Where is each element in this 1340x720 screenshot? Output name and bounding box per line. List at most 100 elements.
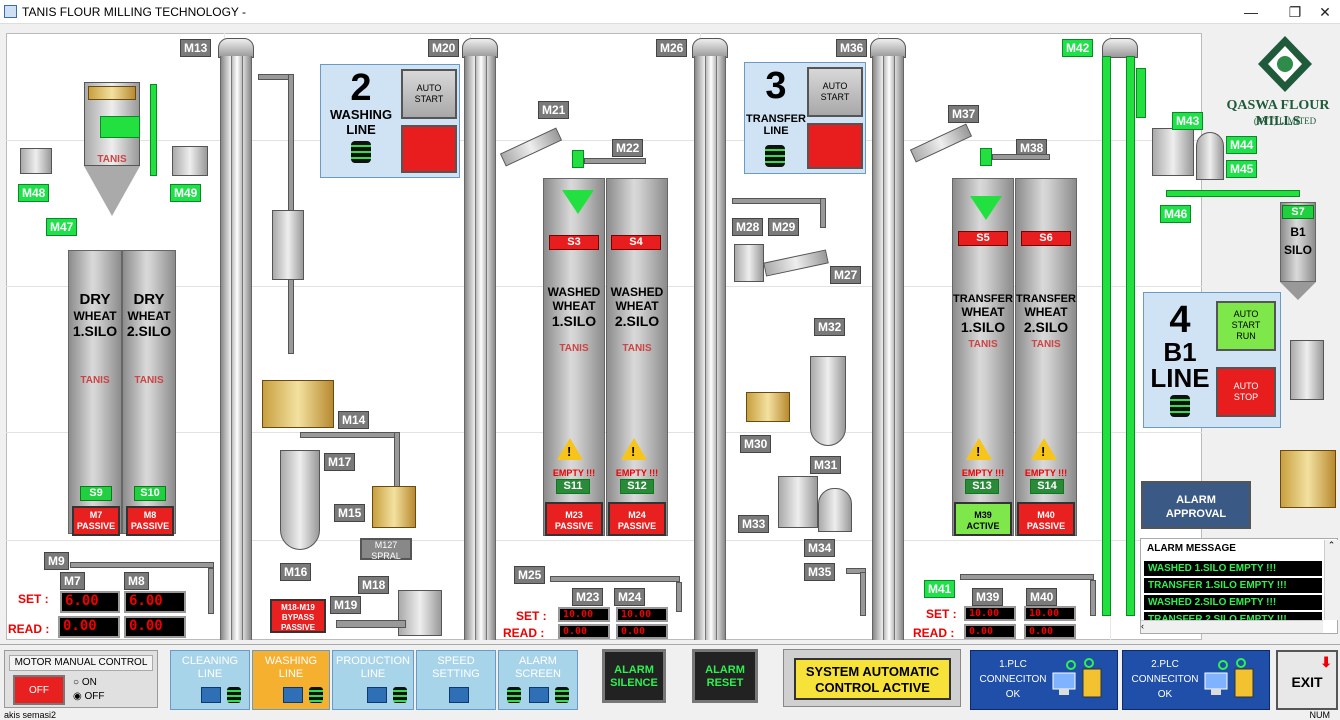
fan-unit-m48[interactable] bbox=[20, 148, 52, 174]
b1-auto-stop-button[interactable]: AUTO STOP bbox=[1216, 367, 1276, 417]
motor-m43-tag[interactable]: M43 bbox=[1172, 112, 1204, 130]
alarm-message-3[interactable]: WASHED 2.SILO EMPTY !!! bbox=[1144, 595, 1322, 610]
motor-m30-tag[interactable]: M30 bbox=[740, 435, 772, 453]
motor-m7-tag[interactable]: M7 bbox=[60, 572, 85, 590]
separator-m30[interactable] bbox=[746, 392, 790, 422]
motor-m24-tag[interactable]: M24 bbox=[614, 588, 646, 606]
m7-set-value[interactable]: 6.00 bbox=[60, 591, 120, 613]
alarm-silence-button[interactable]: ALARM SILENCE bbox=[602, 649, 666, 703]
motor-m25-tag[interactable]: M25 bbox=[514, 566, 546, 584]
motor-m21-tag[interactable]: M21 bbox=[538, 101, 570, 119]
motor-m24-status[interactable]: M24 PASSIVE bbox=[608, 502, 666, 536]
motor-m23-status[interactable]: M23 PASSIVE bbox=[545, 502, 603, 536]
alarm-approval-button[interactable]: ALARM APPROVAL bbox=[1141, 481, 1251, 529]
motor-m46-tag[interactable]: M46 bbox=[1160, 205, 1192, 223]
m23-set-value[interactable]: 10.00 bbox=[558, 607, 610, 622]
motor-m49-tag[interactable]: M49 bbox=[170, 184, 202, 202]
motor-m8-status[interactable]: M8 PASSIVE bbox=[126, 506, 174, 536]
m39-set-value[interactable]: 10.00 bbox=[964, 606, 1016, 621]
washer-machine-m14[interactable] bbox=[262, 380, 334, 428]
motor-m27-tag[interactable]: M27 bbox=[830, 266, 862, 284]
motor-m18-tag[interactable]: M18 bbox=[358, 576, 390, 594]
washing-status-indicator[interactable] bbox=[401, 125, 457, 173]
motor-m40-tag[interactable]: M40 bbox=[1026, 588, 1058, 606]
motor-m34-tag[interactable]: M34 bbox=[804, 539, 836, 557]
motor-m28-tag[interactable]: M28 bbox=[732, 218, 764, 236]
elevator-m42-leg-2[interactable] bbox=[1126, 56, 1135, 616]
motor-m127-spiral[interactable]: M127 SPRAL bbox=[360, 538, 412, 561]
scale-unit[interactable] bbox=[272, 210, 304, 280]
alarm-message-1[interactable]: WASHED 1.SILO EMPTY !!! bbox=[1144, 561, 1322, 576]
diverter-valve-m22[interactable] bbox=[572, 150, 584, 168]
minimize-button[interactable]: — bbox=[1244, 4, 1258, 20]
nav-cleaning-line[interactable]: CLEANING LINE bbox=[170, 650, 250, 710]
elevator-m13[interactable] bbox=[220, 56, 252, 640]
nav-alarm-screen[interactable]: ALARM SCREEN bbox=[498, 650, 578, 710]
motor-m16-tag[interactable]: M16 bbox=[280, 563, 312, 581]
motor-m45-tag[interactable]: M45 bbox=[1226, 160, 1258, 178]
elevator-m26[interactable] bbox=[694, 56, 726, 640]
machine-b1-side[interactable] bbox=[1290, 340, 1324, 400]
elevator-m42-leg-1[interactable] bbox=[1102, 56, 1111, 616]
nav-washing-line[interactable]: WASHING LINE bbox=[252, 650, 330, 710]
machine-m44[interactable] bbox=[1196, 132, 1224, 180]
dry-wheat-silo-1[interactable]: DRY WHEAT 1.SILO TANIS bbox=[68, 250, 122, 534]
alarm-message-2[interactable]: TRANSFER 1.SILO EMPTY !!! bbox=[1144, 578, 1322, 593]
elevator-m20[interactable] bbox=[464, 56, 496, 640]
motor-m40-status[interactable]: M40 PASSIVE bbox=[1017, 502, 1075, 536]
radio-on[interactable]: ○ ON bbox=[73, 677, 97, 688]
alarm-vertical-scrollbar[interactable]: ⌃ bbox=[1324, 540, 1338, 620]
close-button[interactable]: ✕ bbox=[1319, 4, 1331, 20]
cyclone-m31[interactable] bbox=[810, 356, 846, 446]
motor-m26-tag[interactable]: M26 bbox=[656, 39, 688, 57]
bypass-status[interactable]: M18-M19 BYPASS PASSIVE bbox=[270, 599, 326, 633]
conveyor-m9[interactable] bbox=[70, 562, 214, 568]
motor-m42-tag[interactable]: M42 bbox=[1062, 39, 1094, 57]
dampener-m18[interactable] bbox=[398, 590, 442, 636]
packing-unit[interactable] bbox=[1280, 450, 1336, 508]
motor-m7-status[interactable]: M7 PASSIVE bbox=[72, 506, 120, 536]
m24-set-value[interactable]: 10.00 bbox=[616, 607, 668, 622]
conveyor-m41[interactable] bbox=[960, 574, 1094, 580]
motor-m19-tag[interactable]: M19 bbox=[330, 596, 362, 614]
motor-m47-tag[interactable]: M47 bbox=[46, 218, 78, 236]
transfer-auto-start-button[interactable]: AUTO START bbox=[807, 67, 863, 117]
m8-set-value[interactable]: 6.00 bbox=[124, 591, 186, 613]
transfer-status-indicator[interactable] bbox=[807, 123, 863, 169]
separator-m28[interactable] bbox=[734, 244, 764, 282]
nav-production-line[interactable]: PRODUCTION LINE bbox=[332, 650, 414, 710]
alarm-horizontal-scrollbar[interactable]: ‹ bbox=[1141, 620, 1323, 633]
motor-m31-tag[interactable]: M31 bbox=[810, 456, 842, 474]
motor-m44-tag[interactable]: M44 bbox=[1226, 136, 1258, 154]
motor-m39-tag[interactable]: M39 bbox=[972, 588, 1004, 606]
machine-m43[interactable] bbox=[1152, 128, 1194, 176]
motor-m39-status[interactable]: M39 ACTIVE bbox=[954, 502, 1012, 536]
diverter-valve-m38[interactable] bbox=[980, 148, 992, 166]
motor-m36-tag[interactable]: M36 bbox=[836, 39, 868, 57]
motor-m35-tag[interactable]: M35 bbox=[804, 563, 836, 581]
motor-m8-tag[interactable]: M8 bbox=[124, 572, 149, 590]
motor-m23-tag[interactable]: M23 bbox=[572, 588, 604, 606]
machine-m33[interactable] bbox=[778, 476, 818, 528]
radio-off[interactable]: ◉ OFF bbox=[73, 691, 105, 702]
conveyor-m25[interactable] bbox=[550, 576, 680, 582]
elevator-m36[interactable] bbox=[872, 56, 904, 640]
motor-m22-tag[interactable]: M22 bbox=[612, 139, 644, 157]
dampener-m15[interactable] bbox=[372, 486, 416, 528]
washing-auto-start-button[interactable]: AUTO START bbox=[401, 69, 457, 119]
motor-m37-tag[interactable]: M37 bbox=[948, 105, 980, 123]
motor-m20-tag[interactable]: M20 bbox=[428, 39, 460, 57]
m40-set-value[interactable]: 10.00 bbox=[1024, 606, 1076, 621]
motor-m14-tag[interactable]: M14 bbox=[338, 411, 370, 429]
fan-unit-m49[interactable] bbox=[172, 146, 208, 176]
b1-auto-start-run-button[interactable]: AUTO START RUN bbox=[1216, 301, 1276, 351]
machine-m34[interactable] bbox=[818, 488, 852, 532]
motor-m48-tag[interactable]: M48 bbox=[18, 184, 50, 202]
motor-m41-tag[interactable]: M41 bbox=[924, 580, 956, 598]
motor-manual-off-button[interactable]: OFF bbox=[13, 675, 65, 705]
alarm-reset-button[interactable]: ALARM RESET bbox=[692, 649, 758, 703]
exit-button[interactable]: EXIT ⬇ bbox=[1276, 650, 1338, 710]
nav-speed-setting[interactable]: SPEED SETTING bbox=[416, 650, 496, 710]
cyclone-m16[interactable] bbox=[280, 450, 320, 550]
motor-m32-tag[interactable]: M32 bbox=[814, 318, 846, 336]
